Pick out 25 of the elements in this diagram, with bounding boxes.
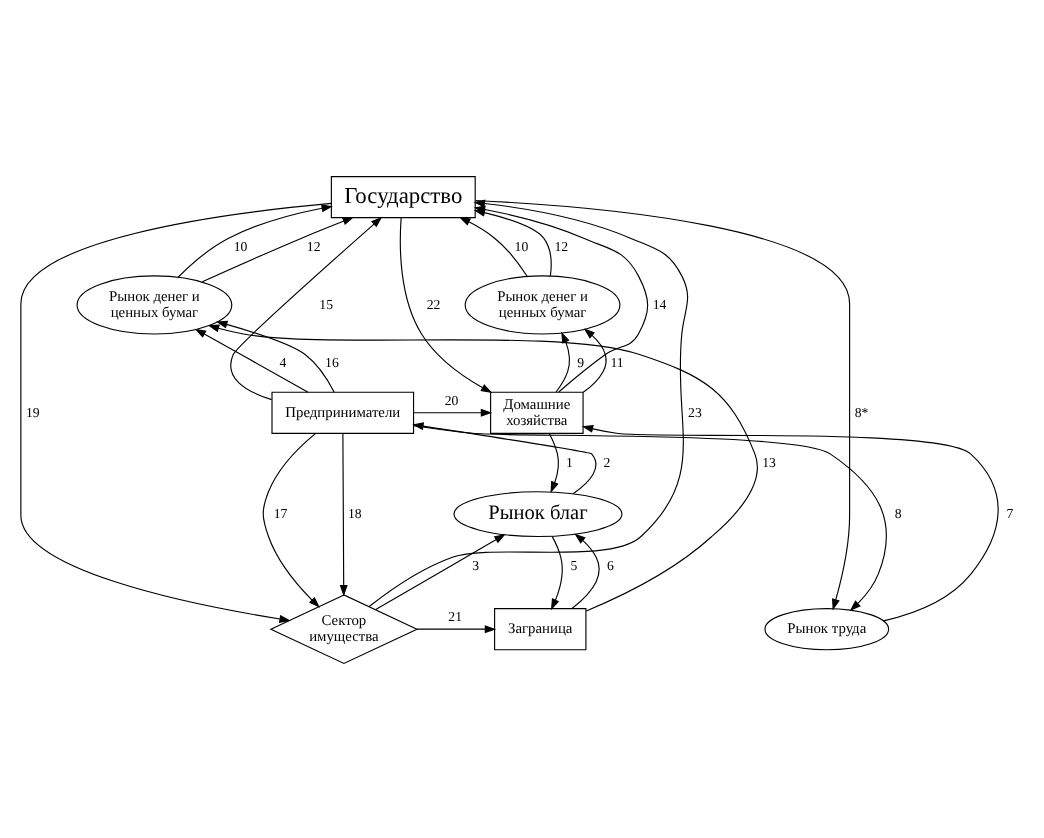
- arrow: [399, 216, 493, 392]
- arrow: [194, 327, 309, 392]
- arrow: [581, 423, 999, 621]
- arrow: [458, 216, 528, 276]
- arrow: [20, 201, 332, 622]
- arrow: [412, 421, 597, 494]
- arrow: [201, 216, 355, 282]
- arrow: [555, 330, 571, 392]
- arrow: [582, 327, 607, 392]
- arrow: [262, 432, 320, 607]
- arrow: [375, 533, 506, 610]
- node-box: Государство: [330, 175, 476, 218]
- arrow: [230, 215, 383, 400]
- arrow: [413, 424, 887, 611]
- arrow: [368, 198, 689, 607]
- arrow: [339, 432, 348, 596]
- arrow: [548, 431, 559, 492]
- arrow: [177, 203, 333, 277]
- arrow: [207, 323, 758, 611]
- arrow: [413, 407, 493, 416]
- arrow: [216, 319, 335, 392]
- node-ellipse: Рынок благ: [453, 490, 623, 537]
- arrow: [416, 624, 497, 633]
- arrow: [550, 535, 563, 610]
- arrow: [571, 532, 600, 609]
